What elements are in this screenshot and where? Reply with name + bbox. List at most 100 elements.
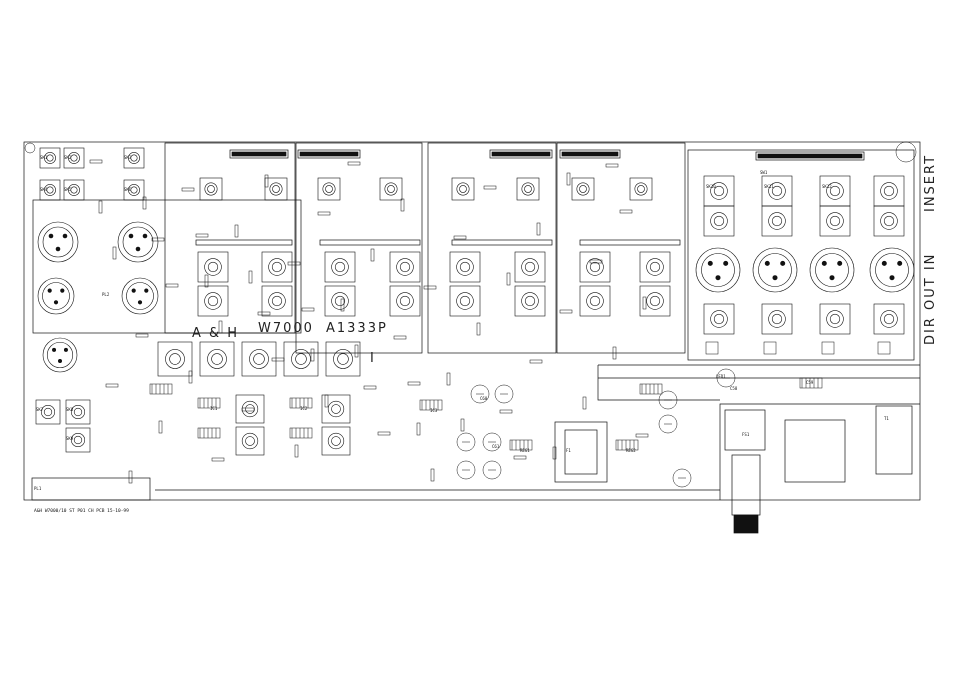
side-label-insert: INSERT	[923, 154, 938, 212]
part-label: SK1	[40, 155, 48, 160]
potentiometer	[324, 285, 356, 317]
jack-socket	[39, 179, 61, 201]
mounting-hole	[24, 142, 36, 154]
channel-group-2	[295, 142, 423, 354]
trim-pot	[451, 177, 475, 201]
psu-outline	[719, 403, 920, 500]
part-label: SK8	[66, 407, 74, 412]
resistor	[446, 372, 451, 386]
capacitor	[672, 468, 692, 488]
jack-socket	[39, 147, 61, 169]
resistor	[605, 163, 619, 168]
fader-pot	[241, 341, 277, 377]
jack-socket	[873, 303, 905, 335]
channel-group-4	[556, 142, 686, 354]
channel-group-1	[164, 142, 296, 334]
resistor	[476, 322, 481, 336]
resistor	[430, 468, 435, 482]
trim-pot	[199, 177, 223, 201]
part-label: SK6	[124, 187, 132, 192]
resistor	[98, 200, 103, 214]
resistor	[310, 348, 315, 362]
side-label-dir-out: DIR OUT IN	[923, 253, 938, 345]
potentiometer	[579, 251, 611, 283]
resistor	[188, 370, 193, 384]
part-label: PL2	[102, 292, 110, 297]
potentiometer	[324, 251, 356, 283]
jack-socket	[703, 175, 735, 207]
part-label: SK3	[124, 155, 132, 160]
part-label: REG1	[520, 448, 530, 453]
resistor	[142, 196, 147, 210]
resistor	[566, 172, 571, 186]
resistor	[340, 298, 345, 312]
resistor	[151, 237, 165, 242]
part-label: FS1	[742, 432, 750, 437]
dip-ic	[615, 439, 639, 451]
resistor	[370, 248, 375, 262]
jack-socket	[63, 147, 85, 169]
potentiometer	[261, 251, 293, 283]
part-label: SK10	[706, 184, 716, 189]
trim-pot	[516, 177, 540, 201]
resistor	[241, 407, 255, 412]
resistor	[347, 161, 361, 166]
xlr-input	[121, 277, 159, 315]
resistor	[135, 333, 149, 338]
resistor	[377, 431, 391, 436]
part-label: SK11	[764, 184, 774, 189]
resistor	[211, 457, 225, 462]
eq-pot	[321, 394, 351, 424]
resistor	[642, 296, 647, 310]
capacitor	[482, 460, 502, 480]
fader-pot	[325, 341, 361, 377]
resistor	[354, 344, 359, 358]
dip-ic	[419, 399, 443, 411]
resistor	[181, 187, 195, 192]
resistor	[400, 198, 405, 212]
silk-text-w7000: W7000	[258, 321, 314, 336]
part-label: SK2	[64, 155, 72, 160]
part-label: T1	[884, 416, 889, 421]
resistor	[165, 283, 179, 288]
jack-socket	[65, 399, 91, 425]
potentiometer	[389, 285, 421, 317]
channel-group-3	[427, 142, 557, 354]
resistor	[287, 261, 301, 266]
part-label: IC1	[210, 406, 218, 411]
xlr-input	[117, 221, 159, 263]
fuse-holder	[731, 454, 761, 516]
fader-pot	[283, 341, 319, 377]
resistor	[264, 174, 269, 188]
potentiometer	[514, 251, 546, 283]
capacitor	[470, 384, 490, 404]
resistor	[536, 222, 541, 236]
part-label: SK4	[40, 187, 48, 192]
resistor	[513, 455, 527, 460]
silk-text-a1333p: A1333P	[326, 321, 388, 336]
resistor	[294, 444, 299, 458]
xlr-output	[695, 247, 741, 293]
trim-pot	[317, 177, 341, 201]
part-label: SK9	[66, 436, 74, 441]
resistor	[89, 159, 103, 164]
potentiometer	[197, 285, 229, 317]
potentiometer	[197, 251, 229, 283]
fader-pot	[199, 341, 235, 377]
capacitor	[456, 432, 476, 452]
resistor	[612, 346, 617, 360]
capacitor	[658, 390, 678, 410]
resistor	[529, 359, 543, 364]
part-label: F1	[566, 448, 571, 453]
output-section	[687, 149, 915, 361]
part-label: IC2	[300, 406, 308, 411]
resistor	[483, 185, 497, 190]
jack-socket	[819, 205, 851, 237]
resistor	[105, 383, 119, 388]
part-label: SW1	[760, 170, 768, 175]
part-label: C60	[480, 396, 488, 401]
part-label: REG2	[626, 448, 636, 453]
resistor	[635, 433, 649, 438]
jack-socket	[873, 205, 905, 237]
dip-ic	[509, 439, 533, 451]
